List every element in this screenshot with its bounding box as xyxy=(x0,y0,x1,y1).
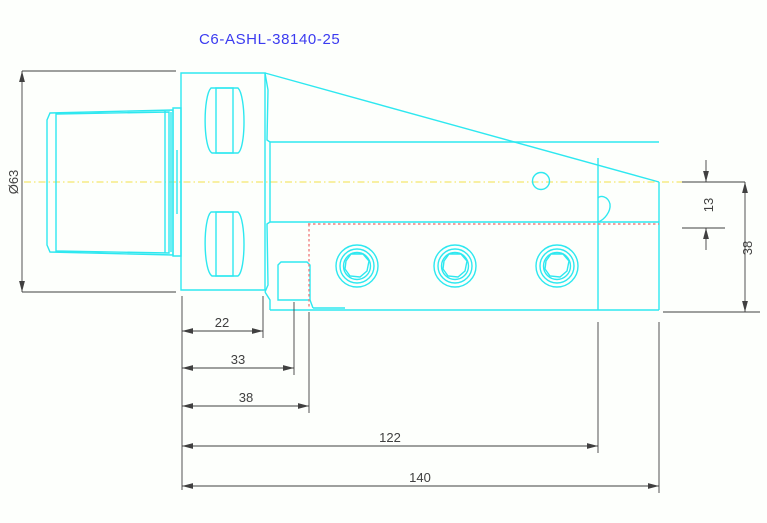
part-outline xyxy=(46,72,660,311)
dimension-height-13 xyxy=(682,160,745,250)
shank-taper-inner xyxy=(55,111,170,254)
shank-taper-outer xyxy=(46,109,174,256)
dimension-length-38 xyxy=(181,312,310,413)
dimension-label-33: 33 xyxy=(231,352,245,367)
dimension-length-22 xyxy=(181,296,264,338)
socket-screw-hole-3 xyxy=(535,244,579,288)
dimension-label-22: 22 xyxy=(215,315,229,330)
dimension-height-38 xyxy=(663,182,760,313)
coolant-outlet-hole xyxy=(531,171,551,191)
socket-screw-hole-2 xyxy=(433,244,477,288)
flange-block xyxy=(180,72,266,291)
hidden-lines xyxy=(308,223,659,309)
dimension-length-33 xyxy=(181,302,295,375)
insert-seat-notch xyxy=(597,195,611,223)
dimension-length-122 xyxy=(181,322,599,453)
dimension-label-diameter-63: Ø63 xyxy=(6,170,21,195)
coupling-drive-slot-top xyxy=(204,87,245,154)
socket-screw-hole-1 xyxy=(335,244,379,288)
dimension-labels: Ø63 13 38 22 33 38 122 140 xyxy=(6,170,755,485)
dimension-length-140 xyxy=(181,322,660,493)
dimension-label-122: 122 xyxy=(379,430,401,445)
dimension-lines xyxy=(19,70,760,493)
dimension-label-38-length: 38 xyxy=(239,390,253,405)
dimension-diameter-63 xyxy=(19,70,176,293)
dimension-label-140: 140 xyxy=(409,470,431,485)
drawing-title: C6-ASHL-38140-25 xyxy=(199,31,340,48)
dimension-label-13: 13 xyxy=(701,198,716,212)
coupling-drive-slot-bottom xyxy=(204,211,245,277)
shaft-body xyxy=(264,72,660,311)
lower-step-block xyxy=(264,261,345,310)
shank-face-edge xyxy=(164,111,172,253)
dimension-label-38-height: 38 xyxy=(740,241,755,255)
